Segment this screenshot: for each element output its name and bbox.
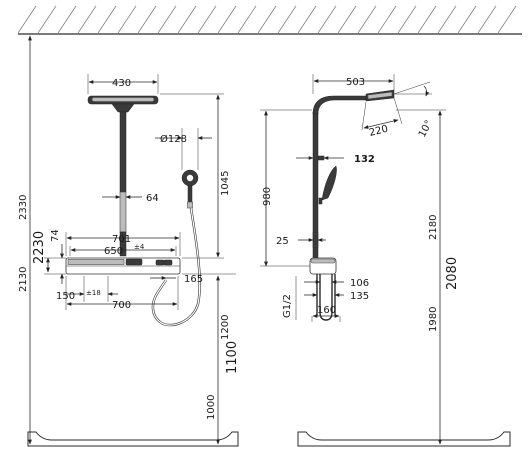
dim-74: 74 [50,229,61,242]
dim-2180: 2180 [428,215,439,240]
hand-shower [181,169,199,209]
front-floor-tray [27,431,239,447]
dim-160: 160 [317,305,336,316]
dim-25: 25 [276,236,289,247]
dim-1980: 1980 [428,307,439,332]
side-hand-shower [321,165,337,201]
dim-1200: 1200 [220,315,231,340]
dim-1100: 1100 [225,341,240,374]
dim-1000: 1000 [206,395,217,420]
dim-220: 220 [368,124,389,139]
dim-700: 700 [112,300,131,311]
ceiling [17,5,522,35]
dim-980: 980 [262,187,273,206]
tol-650: ±4 [134,243,145,251]
ceiling-hatch [17,5,517,34]
side-column [312,111,319,263]
side-view: 503 220 10° 132 980 25 106 135 [260,74,460,445]
side-floor-tray [297,431,511,447]
dim-430: 430 [112,78,131,89]
tol-150: ±18 [86,289,101,297]
dim-2230: 2230 [32,231,47,264]
dim-701: 701 [112,234,131,245]
dim-650: 650 [104,246,123,257]
dim-2080: 2080 [445,257,460,290]
dim-106: 106 [350,278,369,289]
dim-2130: 2130 [18,267,29,292]
dim-150: 150 [56,291,75,302]
dim-1045: 1045 [220,171,231,196]
dim-64: 64 [146,193,159,204]
dim-2330: 2330 [18,195,29,220]
front-view: 430 Ø128 64 1045 2330 2230 2130 74 701 [18,35,240,445]
thread-g12: G1/2 [282,294,293,318]
dim-503: 503 [346,77,365,88]
thermostat-shelf [65,257,181,275]
dim-135: 135 [350,291,369,302]
dim-165: 165 [184,274,203,285]
dim-132: 132 [354,154,375,165]
angle-10: 10° [417,119,435,140]
side-overhead-arm [312,95,369,115]
riser-pipe [119,111,127,193]
dim-diameter-128: Ø128 [160,133,187,145]
